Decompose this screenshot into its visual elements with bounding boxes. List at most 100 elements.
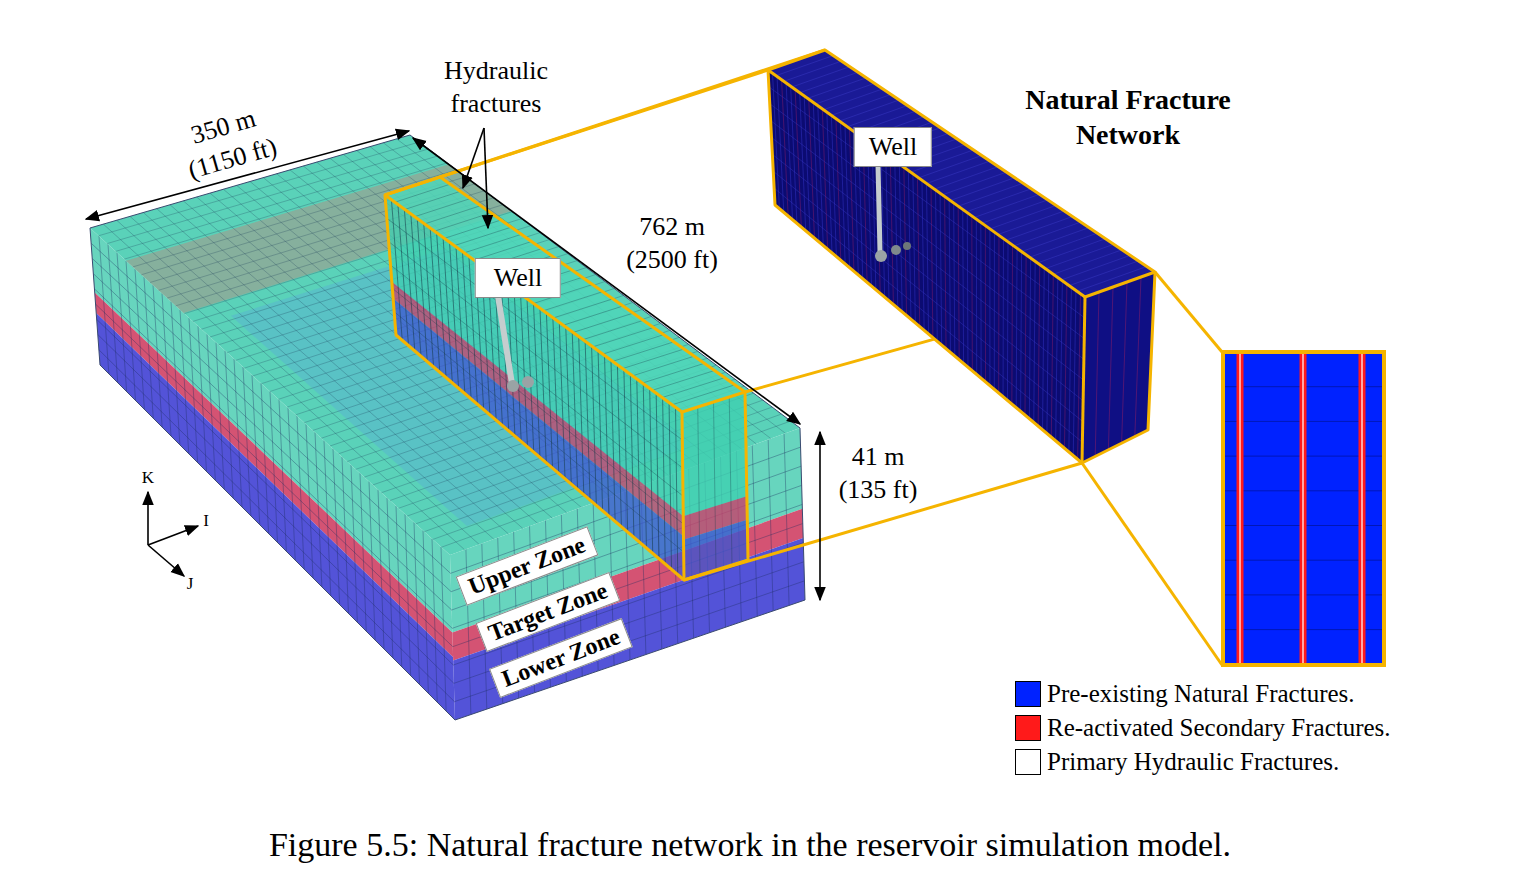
- grid-line: [306, 424, 313, 578]
- fracture-line: [808, 78, 867, 99]
- fracture-slab: [385, 177, 748, 580]
- legend-swatch: [1015, 749, 1041, 775]
- hydraulic-fracture: [1239, 352, 1241, 665]
- fracture-line: [950, 178, 1014, 201]
- network-face: [1082, 272, 1155, 463]
- grid-line: [369, 481, 375, 640]
- leader-line: [1155, 272, 1222, 352]
- zoom-outline: [385, 177, 748, 580]
- legend-row: Primary Hydraulic Fractures.: [1015, 748, 1339, 776]
- axis-label: K: [133, 467, 163, 488]
- grid-line: [126, 261, 136, 401]
- legend-text: Primary Hydraulic Fractures.: [1047, 748, 1339, 776]
- block-outline: [90, 135, 805, 720]
- grid-line: [729, 397, 732, 565]
- fracture-line: [425, 206, 481, 224]
- grid-line: [144, 277, 153, 418]
- grid-line: [153, 285, 162, 427]
- zoom-outline: [1085, 272, 1155, 297]
- grid-line: [752, 445, 757, 616]
- fracture-line: [573, 313, 633, 332]
- grid-line: [360, 473, 366, 631]
- fracture-line: [1122, 282, 1127, 443]
- fracture-line: [415, 199, 471, 217]
- well-label-box: Well: [475, 258, 561, 298]
- zoom-outline: [1223, 352, 1384, 665]
- fracture-line: [1135, 277, 1141, 437]
- fracture-line: [583, 320, 643, 339]
- grid-line: [315, 432, 322, 587]
- close-up-inset: [1082, 272, 1384, 665]
- fracture-line: [623, 349, 684, 369]
- fracture-line: [662, 378, 724, 398]
- well-bore: [498, 296, 512, 384]
- hydraulic-fracture: [1302, 352, 1304, 665]
- well-bore: [878, 165, 880, 252]
- grid-line: [378, 490, 384, 649]
- zoom-leaders: [385, 50, 1085, 580]
- reservoir-block: [90, 135, 805, 720]
- fracture-line: [942, 172, 1006, 195]
- fracture-line: [847, 106, 907, 127]
- slab-top: [385, 177, 745, 412]
- grid-line: [297, 416, 304, 569]
- fracture-line: [633, 356, 695, 376]
- legend-text: Re-activated Secondary Fractures.: [1047, 714, 1391, 742]
- grid-line: [405, 514, 411, 676]
- fracture-line: [444, 220, 501, 238]
- grid-line: [714, 402, 717, 570]
- grid-line: [387, 498, 393, 658]
- grid-line: [773, 171, 1083, 421]
- grid-line: [117, 253, 127, 392]
- secondary-fracture: [1359, 352, 1366, 665]
- leader-line: [1082, 463, 1222, 665]
- node-text: Well: [494, 263, 542, 293]
- fracture-line: [395, 184, 450, 202]
- grid-line: [423, 530, 428, 693]
- fracture-line: [1095, 292, 1099, 456]
- fracture-line: [934, 167, 998, 190]
- well-joint: [891, 245, 901, 255]
- panel-title: Natural Fracture Network: [1003, 82, 1253, 152]
- axis-label: J: [175, 573, 205, 594]
- fracture-line: [642, 363, 704, 383]
- grid-line: [342, 457, 349, 614]
- grid-line: [108, 244, 118, 382]
- fracture-line: [792, 67, 850, 87]
- well-joint: [903, 242, 911, 250]
- grid-line: [162, 293, 171, 436]
- fracture-line: [816, 83, 875, 104]
- grid-line: [414, 522, 420, 684]
- fracture-line: [1108, 287, 1113, 450]
- fracture-line: [464, 234, 521, 253]
- grid-line: [394, 312, 684, 552]
- grid-line: [288, 408, 295, 560]
- dimensions: [86, 128, 820, 600]
- legend-row: Re-activated Secondary Fractures.: [1015, 714, 1391, 742]
- secondary-fracture: [1300, 352, 1307, 665]
- well-joint: [875, 250, 887, 262]
- fracture-line: [927, 161, 991, 184]
- fracture-line: [784, 61, 842, 81]
- grid-line: [698, 407, 700, 575]
- inset-fill: [1223, 352, 1384, 665]
- grid-line: [432, 539, 437, 703]
- legend-text: Pre-existing Natural Fractures.: [1047, 680, 1355, 708]
- fracture-line: [563, 306, 623, 325]
- axis-label: I: [191, 510, 221, 531]
- hydraulic-fracture: [1361, 352, 1363, 665]
- secondary-fracture: [1237, 352, 1244, 665]
- grid-line: [389, 242, 683, 468]
- dimension-arrow: [413, 138, 800, 424]
- grid-line: [351, 465, 357, 622]
- legend-row: Pre-existing Natural Fractures.: [1015, 680, 1355, 708]
- network-face: [768, 70, 1085, 463]
- zoom-outline: [1082, 297, 1085, 463]
- legend-swatch: [1015, 715, 1041, 741]
- fracture-line: [877, 148, 881, 294]
- fracture-line: [672, 385, 735, 405]
- fracture-line: [435, 213, 491, 231]
- fracture-line: [839, 100, 899, 121]
- fracture-line: [593, 328, 654, 347]
